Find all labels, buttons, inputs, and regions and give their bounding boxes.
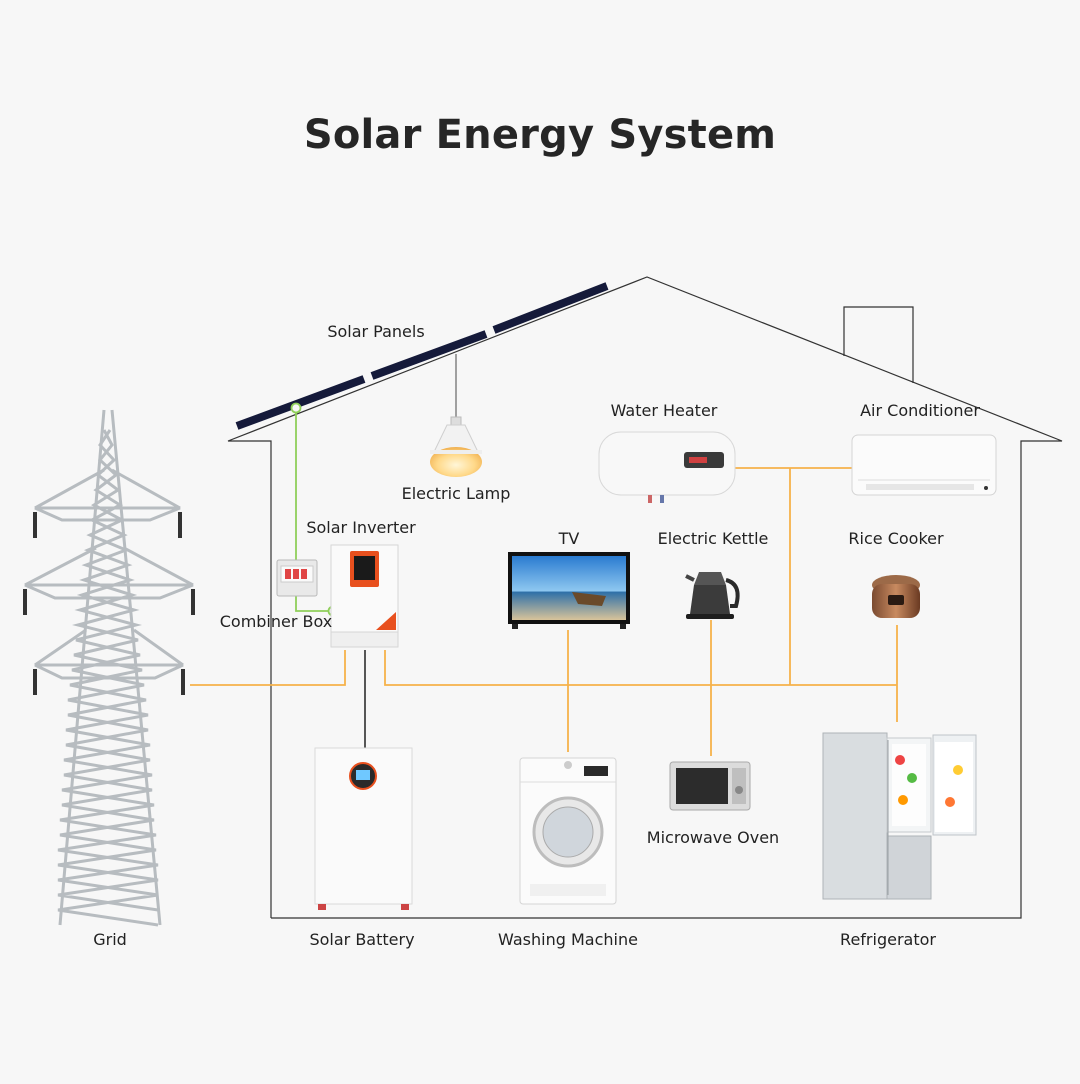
washing-machine-icon	[519, 757, 617, 905]
water-heater-icon	[598, 431, 736, 503]
grid-tower-icon	[24, 409, 194, 927]
house-outline	[227, 276, 1063, 919]
label-washing-machine: Washing Machine	[498, 930, 638, 949]
dc-wiring	[295, 408, 333, 612]
tv-icon	[508, 552, 630, 629]
microwave-oven-icon	[669, 761, 751, 811]
label-solar-inverter: Solar Inverter	[306, 518, 416, 537]
label-solar-panels: Solar Panels	[327, 322, 425, 341]
rice-cooker-icon	[872, 575, 920, 618]
solar-panels	[235, 282, 609, 430]
solar-battery-icon	[314, 747, 413, 910]
diagram-title: Solar Energy System	[303, 112, 777, 158]
label-grid: Grid	[93, 930, 127, 949]
label-electric-kettle: Electric Kettle	[657, 529, 769, 548]
label-water-heater: Water Heater	[610, 401, 718, 420]
label-microwave-oven: Microwave Oven	[646, 828, 780, 847]
grid-insulators	[23, 512, 195, 695]
label-refrigerator: Refrigerator	[840, 930, 936, 949]
label-tv: TV	[558, 529, 580, 548]
solar-inverter-icon	[330, 544, 399, 648]
ac-wiring	[190, 467, 898, 756]
air-conditioner-icon	[851, 434, 997, 496]
combiner-box-icon	[276, 559, 318, 597]
panel-connector-node	[290, 402, 302, 414]
label-electric-lamp: Electric Lamp	[401, 484, 511, 503]
electric-lamp-icon	[430, 416, 482, 477]
label-rice-cooker: Rice Cooker	[848, 529, 944, 548]
electric-kettle-icon	[685, 572, 740, 619]
label-combiner-box: Combiner Box	[219, 612, 333, 631]
label-solar-battery: Solar Battery	[309, 930, 415, 949]
refrigerator-icon	[822, 732, 977, 900]
label-air-conditioner: Air Conditioner	[860, 401, 980, 420]
